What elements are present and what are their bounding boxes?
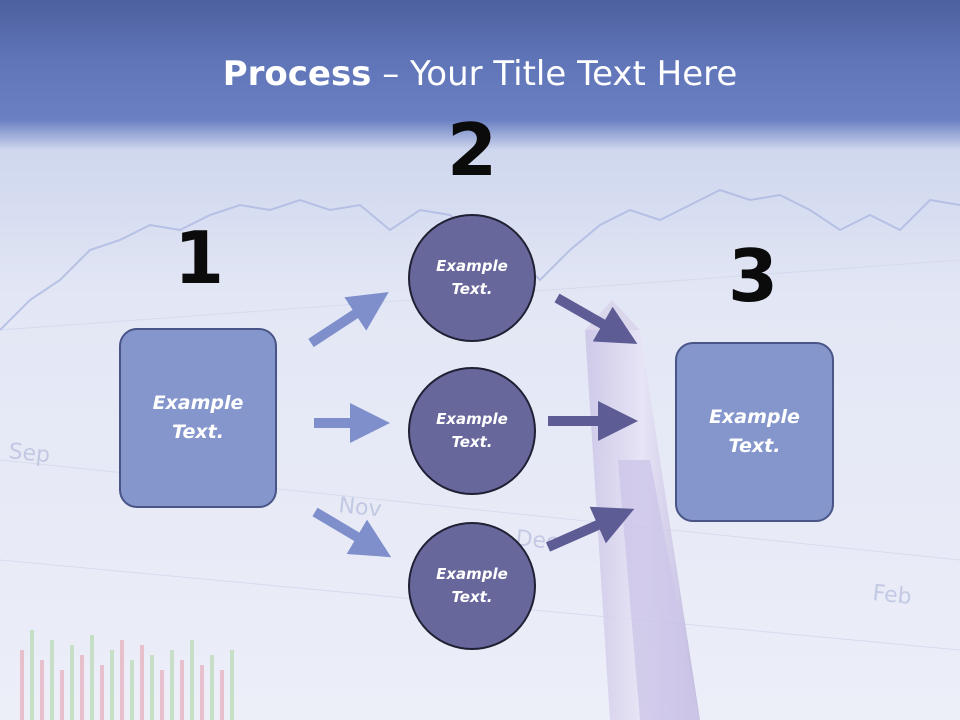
arrow-1-to-top [308,292,389,348]
step-2-circle-bottom: Example Text. [408,522,536,650]
circle-top-text: Example Text. [436,257,508,298]
bg-label-sep: Sep [7,439,51,468]
step-1-box: Example Text. [119,328,277,508]
slide-title: Process – Your Title Text Here [0,52,960,96]
title-bold: Process [222,54,372,94]
step-number-3: 3 [727,234,779,318]
arrow-bottom-to-3 [545,506,635,552]
arrow-1-to-bottom [312,507,392,558]
bg-label-nov: Nov [337,493,382,522]
background-volume-bars [20,630,234,720]
circle-middle-text: Example Text. [436,410,508,451]
step-3-text: Example Text. [709,406,800,457]
circle-bottom-text: Example Text. [436,565,508,606]
step-number-2: 2 [446,108,498,192]
arrow-top-to-3 [554,293,638,344]
step-number-1: 1 [173,216,225,300]
step-1-text: Example Text. [152,392,244,443]
step-2-circle-top: Example Text. [408,214,536,342]
bg-label-feb: Feb [871,581,912,610]
step-2-circle-middle: Example Text. [408,367,536,495]
title-rest: – Your Title Text Here [371,54,738,94]
step-3-box: Example Text. [675,342,834,522]
